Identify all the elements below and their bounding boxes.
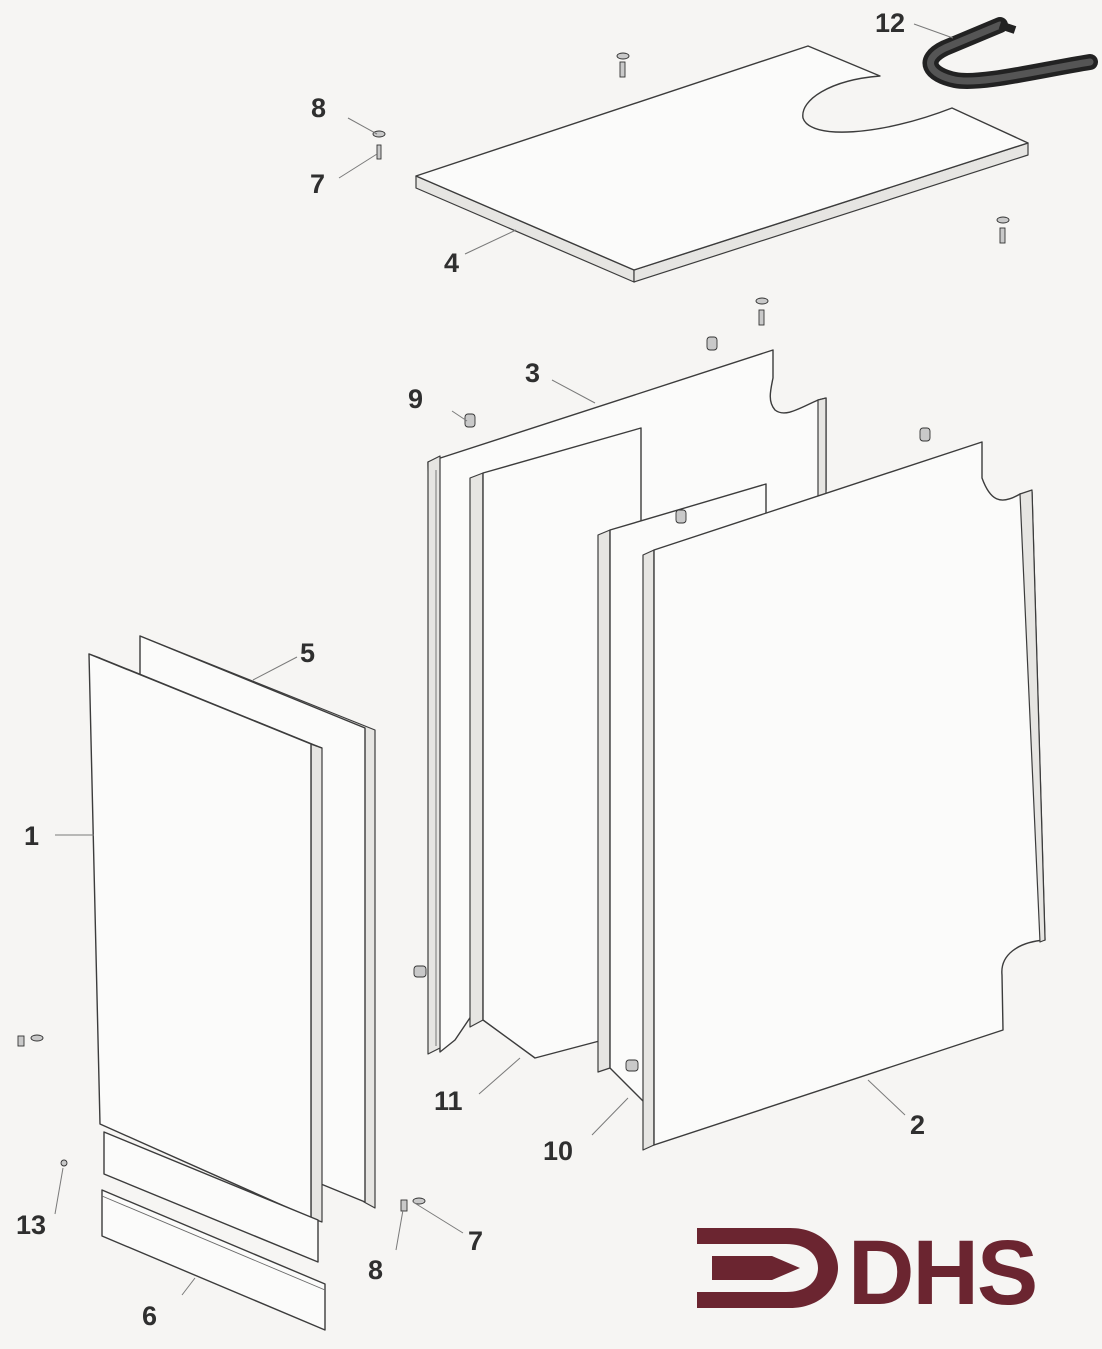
- fasteners: [17, 52, 1010, 1212]
- clip-icon: [675, 509, 687, 524]
- callout-3: 3: [525, 358, 540, 388]
- part-6-kick-plate: [101, 1189, 326, 1331]
- callout-12: 12: [875, 8, 905, 38]
- door-lower-strip: [103, 1131, 319, 1263]
- callout-5: 5: [300, 638, 315, 668]
- callout-10: 10: [543, 1136, 573, 1166]
- callout-13: 13: [16, 1210, 46, 1240]
- clip-icon: [919, 427, 931, 442]
- part-4-top-panel: [415, 45, 1029, 283]
- clip-icon: [706, 336, 718, 351]
- callout-4: 4: [444, 248, 459, 278]
- callout-8-bottom: 8: [368, 1255, 383, 1285]
- callout-1: 1: [24, 821, 39, 851]
- part-2-side-panel: [642, 441, 1046, 1151]
- callout-9: 9: [408, 384, 423, 414]
- clip-icon: [464, 413, 476, 428]
- dhs-logo: DHS: [697, 1222, 1038, 1324]
- screw-icon: [17, 1034, 44, 1047]
- callout-6: 6: [142, 1301, 157, 1331]
- dhs-logo-mark-icon: [697, 1228, 838, 1308]
- callout-11: 11: [434, 1086, 463, 1116]
- clip-icon: [413, 965, 427, 978]
- dhs-logo-arrow-icon: [712, 1256, 800, 1280]
- callout-8-top: 8: [311, 93, 326, 123]
- callout-labels: 1 2 3 4 5 6 7 7 8 8 9 10 11 12 13: [16, 8, 925, 1331]
- part-12-hose: [922, 17, 1098, 89]
- screw-icon: [616, 52, 630, 78]
- leader-lines: [54, 23, 954, 1296]
- clip-icon: [625, 1059, 639, 1072]
- callout-7-top: 7: [310, 169, 325, 199]
- screw-icon: [372, 130, 386, 160]
- callout-2: 2: [910, 1110, 925, 1140]
- screw-icon: [400, 1197, 426, 1212]
- screw-icon: [60, 1159, 68, 1167]
- part-1-door-panel: [88, 653, 323, 1223]
- callout-7-bottom: 7: [468, 1226, 483, 1256]
- dhs-logo-text: DHS: [848, 1222, 1036, 1324]
- screw-icon: [755, 297, 769, 326]
- screw-icon: [996, 216, 1010, 244]
